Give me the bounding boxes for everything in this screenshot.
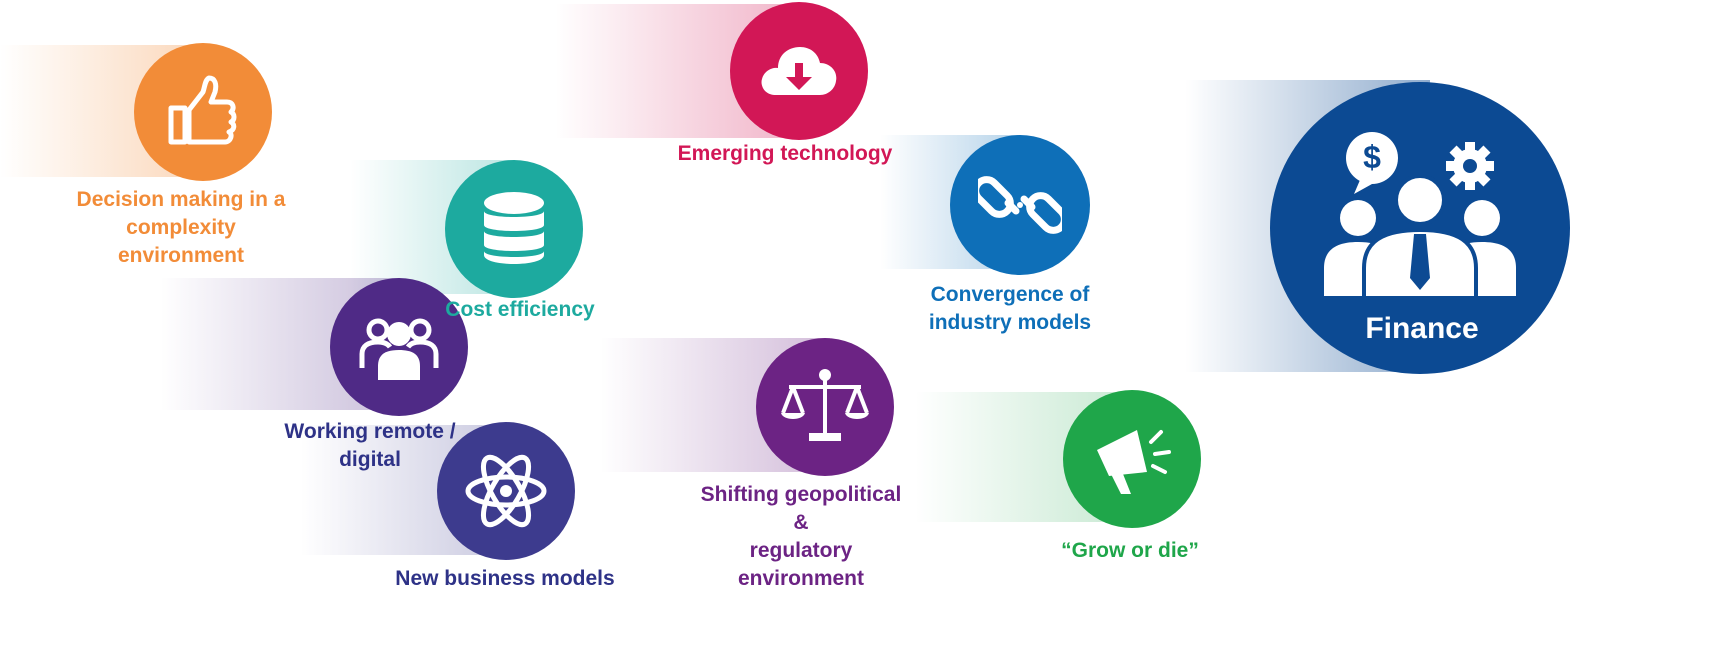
megaphone-icon: [1097, 430, 1171, 494]
emerging-circle: [730, 2, 868, 140]
svg-text:$: $: [1363, 139, 1381, 175]
emerging-label: Emerging technology: [677, 142, 893, 165]
finance-circle: $: [1270, 82, 1570, 374]
remote-circle: [330, 278, 468, 416]
geopolitical-circle: [756, 338, 894, 476]
grow-label: “Grow or die”: [1061, 539, 1199, 562]
newbiz-circle: [437, 422, 575, 560]
cost-circle: [445, 160, 583, 298]
atom-icon: [465, 454, 547, 528]
balance-scale-icon: [781, 369, 869, 441]
convergence-circle: [950, 135, 1090, 275]
geopolitical-label: Shifting geopolitical & regulatory envir…: [700, 483, 902, 590]
broken-chain-icon: [978, 176, 1062, 234]
people-group-icon: [359, 318, 439, 380]
grow-circle: [1063, 390, 1201, 528]
thumbs-up-icon: [168, 75, 237, 145]
newbiz-label: New business models: [395, 567, 615, 590]
decision-label: Decision making in a complexity environm…: [76, 188, 286, 267]
convergence-label: Convergence of industry models: [928, 283, 1092, 334]
database-icon: [484, 192, 544, 264]
finance-team-icon: $: [1324, 132, 1516, 298]
remote-label: Working remote / digital: [284, 420, 456, 471]
decision-circle: [134, 43, 272, 181]
cloud-download-icon: [761, 47, 837, 95]
cost-label: Cost efficiency: [445, 298, 595, 321]
finance-label: Finance: [1365, 312, 1479, 345]
